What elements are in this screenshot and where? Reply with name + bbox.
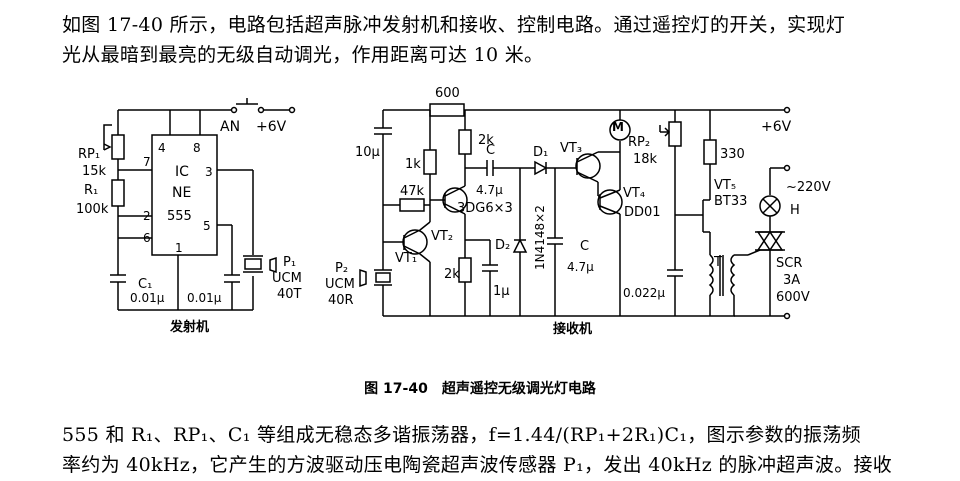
r330-label: 330	[720, 147, 745, 162]
figure-caption: 图 17-40 超声遥控无级调光灯电路	[364, 381, 596, 397]
receiver-supply-label: +6V	[761, 119, 792, 135]
d1-label: D₁	[533, 145, 548, 160]
circuit-diagram: AN +6V RP₁ 15k R₁ 100k 4 8 7 IC 3 NE 2 5…	[76, 86, 831, 337]
c1-label: C₁	[138, 277, 152, 292]
scr-voltage: 600V	[776, 290, 810, 305]
ac-supply-label: ~220V	[786, 180, 831, 195]
vt1-label: VT₁	[395, 251, 417, 266]
r1-label: R₁	[84, 183, 98, 198]
c10u-label: 10μ	[355, 145, 380, 160]
p1-model: UCM	[272, 271, 302, 286]
ic-number: 555	[167, 209, 192, 224]
vt3-label: VT₃	[560, 141, 582, 156]
p2-label: P₂	[335, 261, 348, 276]
ic-pin-8: 8	[193, 141, 201, 155]
c2-value: 4.7μ	[567, 260, 594, 274]
r600-label: 600	[435, 86, 460, 101]
transistor-spec: 3DG6×3	[457, 201, 513, 216]
receiver-circuit	[359, 103, 791, 320]
c1u-label: 1μ	[493, 284, 510, 299]
scr-current: 3A	[783, 273, 800, 288]
diode-spec: 1N4148×2	[533, 205, 547, 270]
dd01-label: DD01	[624, 205, 661, 220]
paragraph-intro: 如图 17-40 所示，电路包括超声脉冲发射机和接收、控制电路。通过遥控灯的开关…	[62, 10, 902, 70]
rp1-value: 15k	[82, 164, 107, 179]
coupling-c-value: 4.7μ	[476, 183, 503, 197]
paragraph-explanation: 555 和 R₁、RP₁、C₁ 等组成无稳态多谐振荡器，f=1.44/(RP₁+…	[62, 420, 902, 480]
rp2-value: 18k	[633, 152, 658, 167]
rp1-label: RP₁	[78, 147, 100, 162]
transmitter-title: 发射机	[169, 319, 209, 335]
paragraph-line: 555 和 R₁、RP₁、C₁ 等组成无稳态多谐振荡器，f=1.44/(RP₁+…	[62, 424, 861, 446]
motor-label: M	[612, 120, 624, 134]
d2-label: D₂	[495, 238, 510, 253]
paragraph-line: 如图 17-40 所示，电路包括超声脉冲发射机和接收、控制电路。通过遥控灯的开关…	[62, 14, 846, 36]
p1-label: P₁	[283, 255, 296, 270]
vt4-label: VT₄	[623, 186, 645, 201]
r2k-bottom-label: 2k	[444, 267, 460, 282]
ic-pin-1: 1	[175, 241, 183, 255]
coupling-c-label: C	[486, 143, 495, 158]
vt2-label: VT₂	[431, 229, 453, 244]
c1-value: 0.01μ	[130, 291, 165, 305]
p2-model: UCM	[325, 277, 355, 292]
c2-value: 0.01μ	[187, 291, 222, 305]
p2-type: 40R	[328, 293, 354, 308]
ic-pin-6: 6	[143, 231, 151, 245]
ic-pin-5: 5	[203, 219, 211, 233]
r1-value: 100k	[76, 202, 109, 217]
r47k-label: 47k	[400, 184, 425, 199]
ic-label: IC	[175, 164, 189, 180]
receiver-title: 接收机	[553, 321, 592, 337]
r1k-label: 1k	[405, 157, 421, 172]
transmitter-circuit	[103, 98, 296, 311]
c2-label: C	[580, 239, 589, 254]
r2k-top-label: 2k	[478, 133, 494, 148]
ic-name: NE	[172, 185, 191, 201]
c022-label: 0.022μ	[623, 286, 665, 300]
ic-pin-3: 3	[205, 165, 213, 179]
paragraph-line: 率约为 40kHz，它产生的方波驱动压电陶瓷超声波传感器 P₁，发出 40kHz…	[62, 454, 893, 476]
bt33-label: BT33	[714, 194, 747, 209]
supply-label: +6V	[256, 119, 287, 135]
ic-pin-2: 2	[143, 209, 151, 223]
p1-type: 40T	[277, 287, 302, 302]
ic-pin-4: 4	[158, 141, 166, 155]
rp2-label: RP₂	[628, 135, 650, 150]
ic-pin-7: 7	[143, 155, 151, 169]
lamp-label: H	[790, 203, 800, 218]
paragraph-line: 光从最暗到最亮的无级自动调光，作用距离可达 10 米。	[62, 44, 544, 66]
vt5-label: VT₅	[714, 178, 736, 193]
transformer-label: T	[713, 255, 722, 270]
scr-label: SCR	[776, 256, 802, 271]
switch-label: AN	[220, 119, 240, 135]
